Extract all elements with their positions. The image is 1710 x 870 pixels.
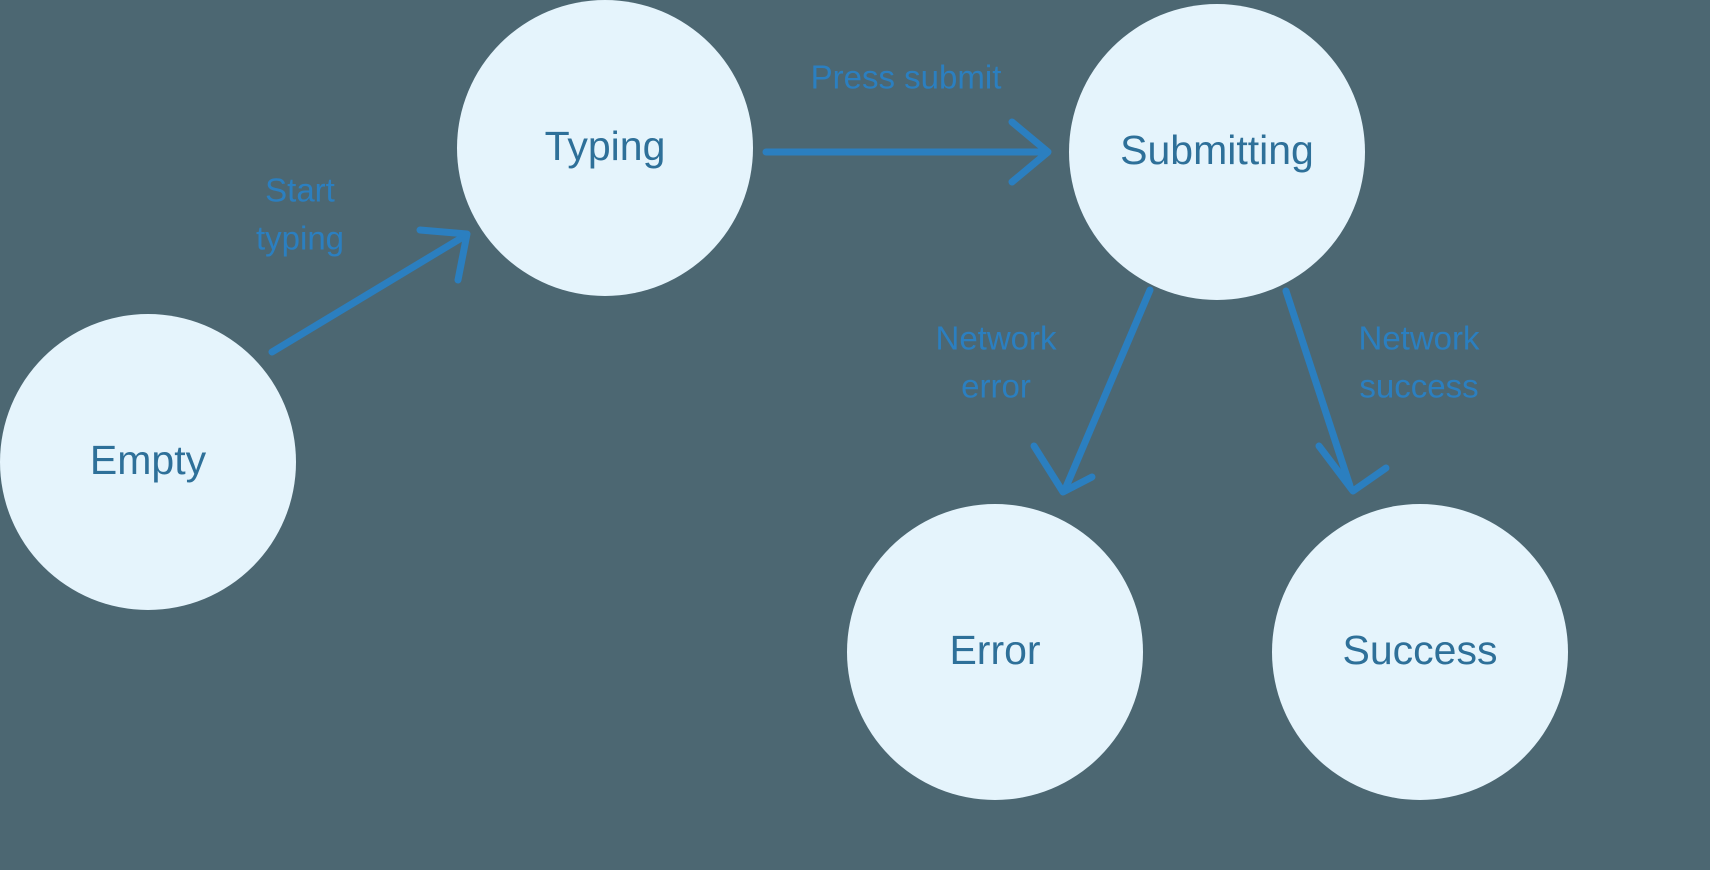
edge-label-line-1: Start bbox=[265, 172, 335, 209]
node-empty[interactable]: Empty bbox=[0, 314, 296, 610]
edge-label-typing-to-submitting: Press submit bbox=[811, 59, 1002, 96]
node-circle-success[interactable] bbox=[1272, 504, 1568, 800]
node-submitting[interactable]: Submitting bbox=[1069, 4, 1365, 300]
node-typing[interactable]: Typing bbox=[457, 0, 753, 296]
edge-label-line-2: typing bbox=[256, 220, 344, 257]
edge-line-submitting-to-error bbox=[1062, 286, 1154, 491]
node-circle-submitting[interactable] bbox=[1069, 4, 1365, 300]
edge-label-line-1: Press submit bbox=[811, 59, 1002, 96]
node-circle-typing[interactable] bbox=[457, 0, 753, 296]
node-label-error: Error bbox=[949, 627, 1040, 673]
edge-label-submitting-to-error: Network error bbox=[935, 320, 1057, 405]
edge-submitting-to-success bbox=[1282, 287, 1390, 495]
edge-typing-to-submitting bbox=[762, 118, 1052, 186]
node-label-empty: Empty bbox=[90, 437, 207, 483]
arrowhead-typing-to-submitting bbox=[1008, 118, 1052, 186]
node-label-typing: Typing bbox=[545, 123, 666, 169]
edge-label-submitting-to-success: Network success bbox=[1358, 320, 1480, 405]
arrowhead-empty-to-typing bbox=[416, 226, 471, 284]
node-circle-error[interactable] bbox=[847, 504, 1143, 800]
edge-label-line-1: Network bbox=[1358, 320, 1480, 357]
edge-label-line-1: Network bbox=[935, 320, 1057, 357]
node-success[interactable]: Success bbox=[1272, 504, 1568, 800]
edge-submitting-to-error bbox=[1030, 286, 1154, 496]
edge-empty-to-typing bbox=[268, 226, 471, 356]
node-circle-empty[interactable] bbox=[0, 314, 296, 610]
arrowhead-submitting-to-success bbox=[1315, 442, 1390, 495]
node-error[interactable]: Error bbox=[847, 504, 1143, 800]
arrowhead-submitting-to-error bbox=[1030, 442, 1096, 496]
edge-line-submitting-to-success bbox=[1282, 287, 1354, 490]
node-label-submitting: Submitting bbox=[1120, 127, 1314, 173]
edge-label-line-2: success bbox=[1359, 368, 1478, 405]
edge-label-empty-to-typing: Start typing bbox=[256, 172, 344, 257]
edge-line-empty-to-typing bbox=[268, 233, 467, 356]
edge-label-line-2: error bbox=[961, 368, 1031, 405]
node-label-success: Success bbox=[1343, 627, 1498, 673]
